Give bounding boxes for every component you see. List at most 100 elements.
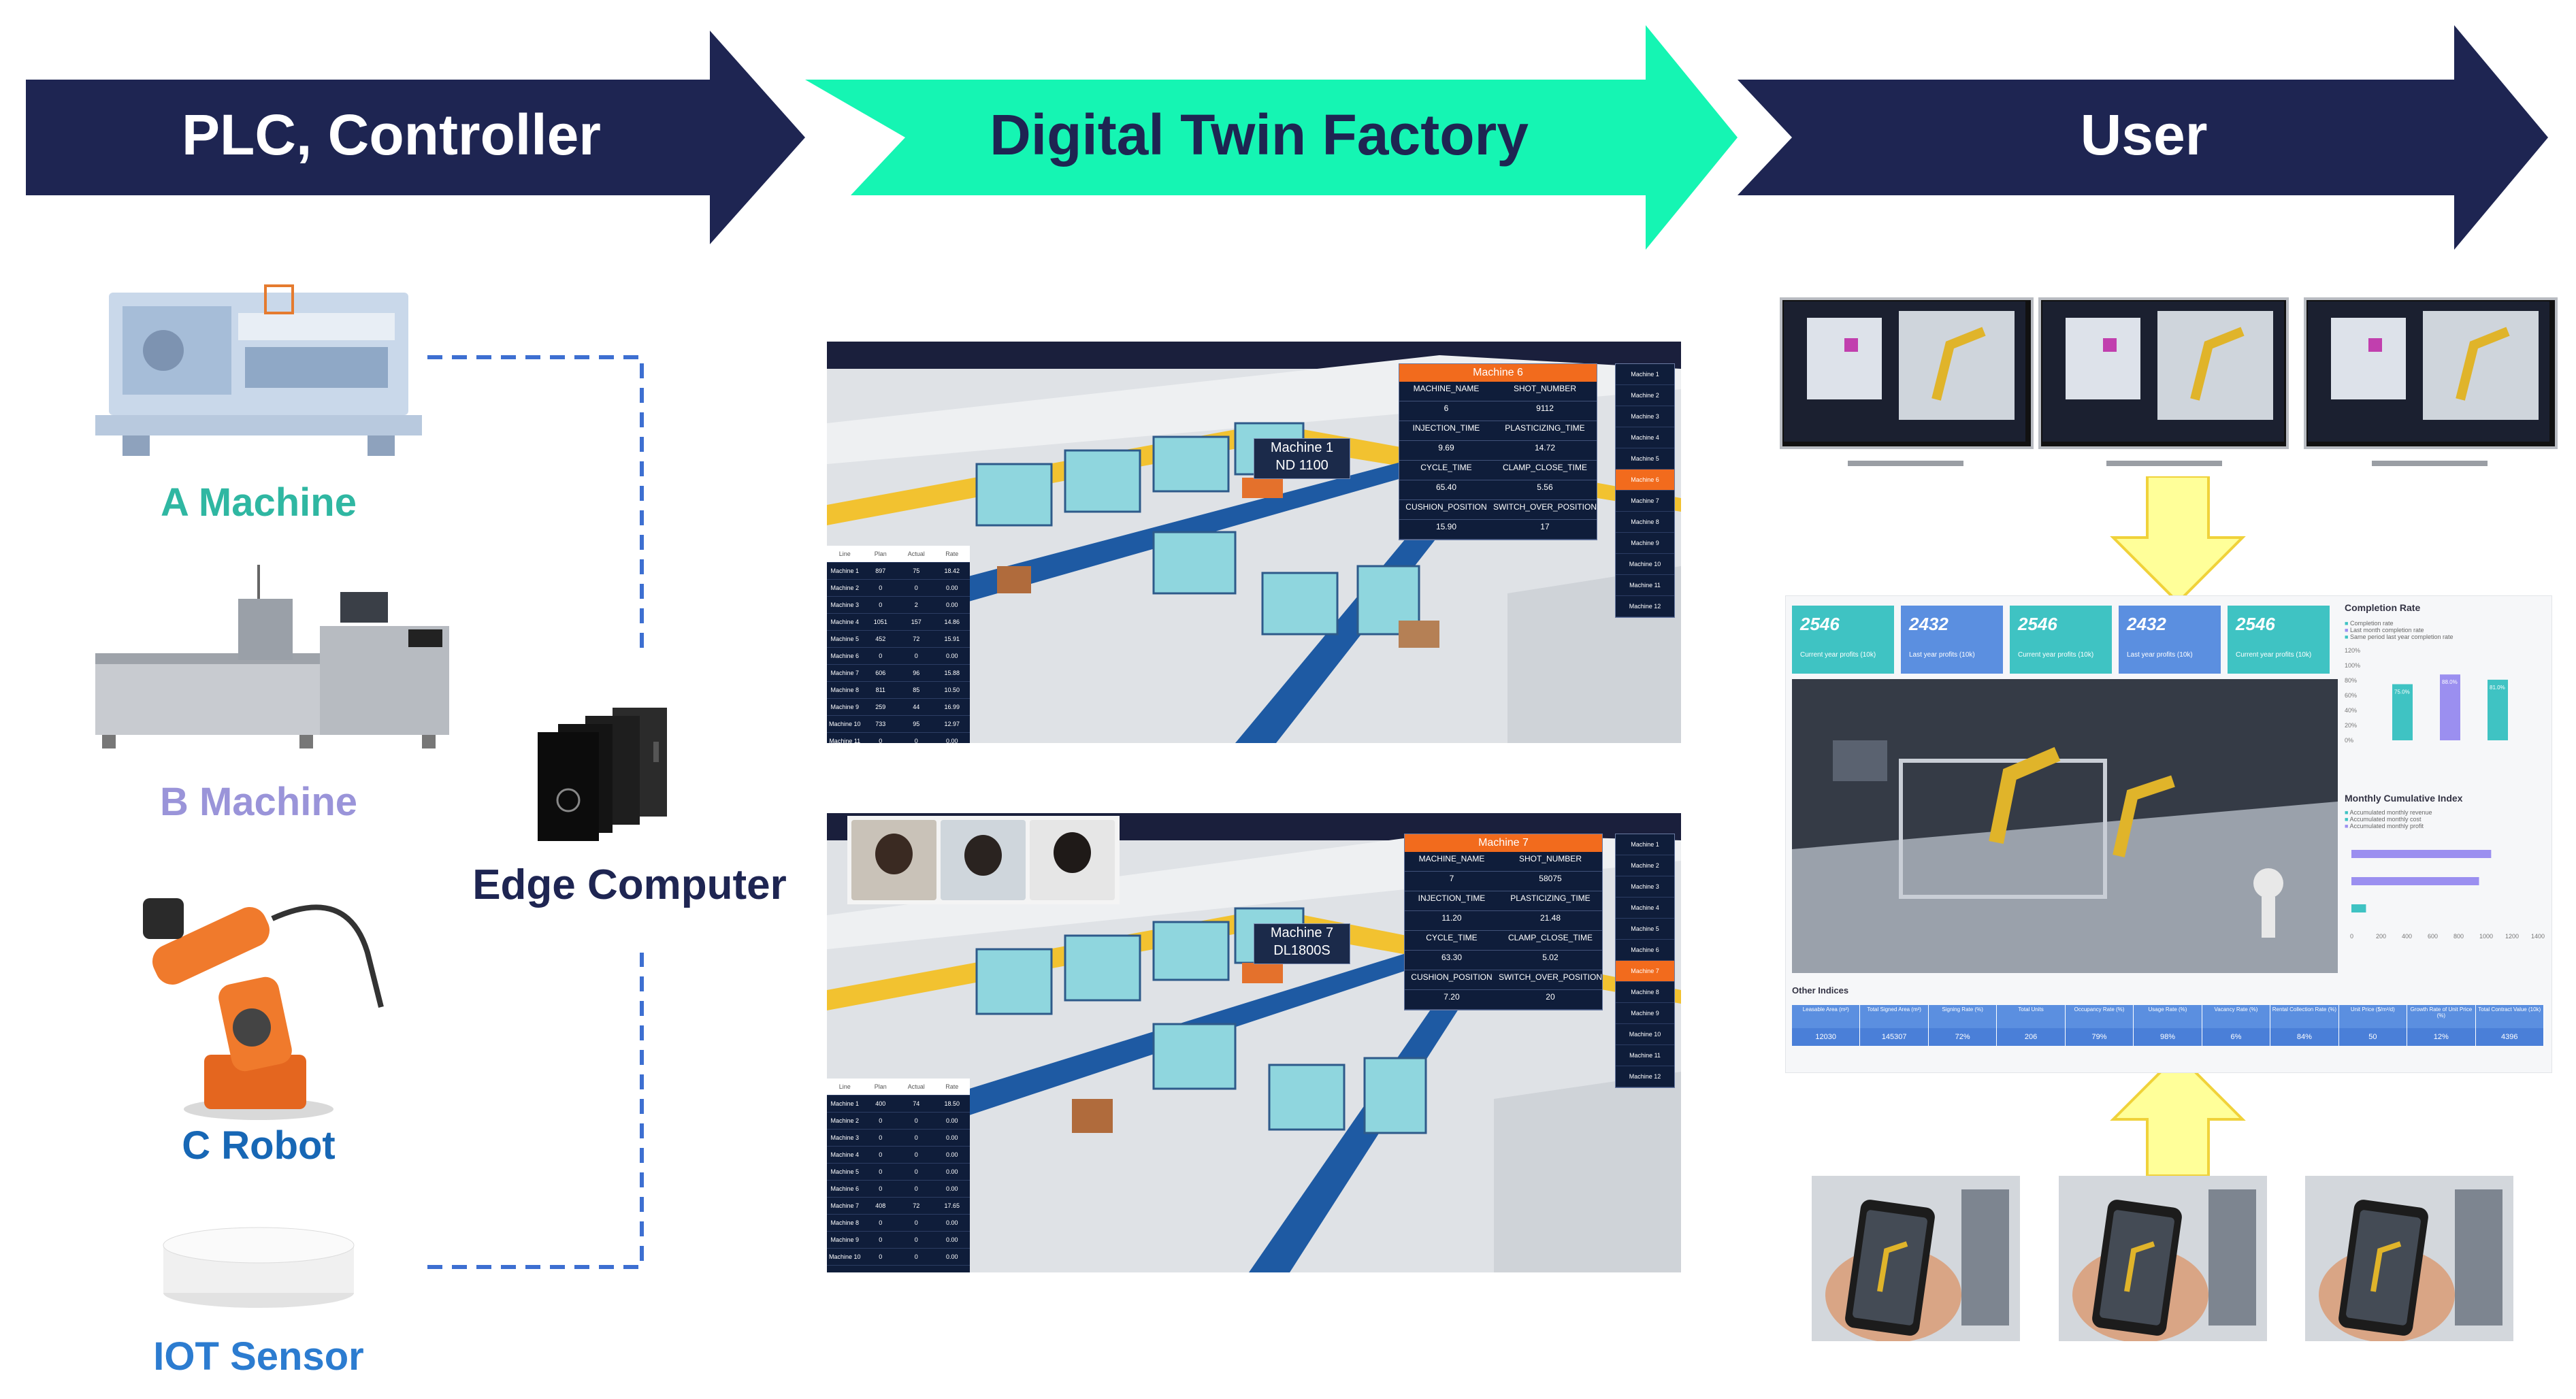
completion-rate-chart: Completion Rate ■ Completion rate ■ Last…: [2345, 602, 2549, 786]
machine-list-item[interactable]: Machine 12: [1616, 596, 1674, 617]
index-value: 12%: [2407, 1028, 2476, 1046]
completion-label: 88.0%: [2442, 679, 2458, 685]
field-label: INJECTION_TIME: [1405, 891, 1499, 911]
kpi-caption: Current year profits (10k): [1800, 651, 1876, 659]
field-value: 63.30: [1405, 951, 1499, 970]
other-indices-title: Other Indices: [1792, 985, 1849, 995]
edge-computer-label: Edge Computer: [472, 861, 787, 908]
robot-cell-3d: [1792, 679, 2338, 973]
machine-list-item[interactable]: Machine 12: [1616, 1066, 1674, 1087]
field-label: CLAMP_CLOSE_TIME: [1498, 931, 1602, 951]
flow-arrows: [26, 25, 2548, 250]
machine-list-item[interactable]: Machine 3: [1616, 406, 1674, 427]
index-value: 6%: [2202, 1028, 2271, 1046]
panel-title: Machine 6: [1399, 364, 1597, 382]
index-header: Occupancy Rate (%): [2065, 1005, 2134, 1028]
completion-bar: [2440, 674, 2460, 740]
device-label-c-robot: C Robot: [182, 1123, 336, 1168]
index-value: 4396: [2475, 1028, 2544, 1046]
machine-list-item[interactable]: Machine 1: [1616, 364, 1674, 385]
machine-list-item[interactable]: Machine 7: [1616, 491, 1674, 512]
machine-list-item[interactable]: Machine 9: [1616, 1003, 1674, 1024]
field-label: PLASTICIZING_TIME: [1493, 421, 1597, 441]
monthly-tick: 1400: [2531, 933, 2545, 940]
field-label: CLAMP_CLOSE_TIME: [1493, 461, 1597, 480]
other-indices: Other Indices Leasable Area (m²)Total Si…: [1792, 985, 2544, 1067]
field-value: 7.20: [1405, 990, 1499, 1010]
participant-video-3[interactable]: [1030, 820, 1115, 900]
completion-tick: 120%: [2345, 647, 2360, 654]
monthly-bar: [2351, 877, 2479, 885]
field-label: CUSHION_POSITION: [1399, 500, 1493, 520]
completion-tick: 80%: [2345, 677, 2357, 684]
kpi-value: 2546: [1800, 614, 1840, 634]
dashboard-3d-view[interactable]: [1792, 679, 2338, 973]
field-label: CYCLE_TIME: [1399, 461, 1493, 480]
kpi-caption: Last year profits (10k): [1909, 651, 1975, 659]
field-value: 9.69: [1399, 441, 1493, 461]
machine-list-item[interactable]: Machine 8: [1616, 512, 1674, 533]
machine-list-item[interactable]: Machine 10: [1616, 1024, 1674, 1045]
index-header: Unit Price ($/m²/d): [2338, 1005, 2408, 1028]
index-header: Usage Rate (%): [2134, 1005, 2202, 1028]
machine-list-item[interactable]: Machine 11: [1616, 1045, 1674, 1066]
machine-list-item[interactable]: Machine 9: [1616, 533, 1674, 554]
machine-list-item[interactable]: Machine 4: [1616, 427, 1674, 448]
kpi-value: 2432: [2127, 614, 2166, 634]
completion-bar: [2488, 679, 2508, 740]
machine-list-item[interactable]: Machine 4: [1616, 898, 1674, 919]
machine-list-item[interactable]: Machine 11: [1616, 575, 1674, 596]
machine-list-item[interactable]: Machine 3: [1616, 876, 1674, 898]
index-value: 145307: [1860, 1028, 1929, 1046]
participant-video-1[interactable]: [851, 820, 936, 900]
device-label-a-machine: A Machine: [161, 480, 357, 525]
lathe-machine-image: [95, 284, 422, 456]
field-value: 58075: [1498, 872, 1602, 891]
edge-computer-image: [538, 708, 667, 841]
field-value: 7: [1405, 872, 1499, 891]
participant-video-2[interactable]: [941, 820, 1026, 900]
index-header: Rental Collection Rate (%): [2270, 1005, 2339, 1028]
stage-label-digital-twin: Digital Twin Factory: [990, 103, 1529, 167]
monthly-tick: 1000: [2479, 933, 2493, 940]
completion-tick: 40%: [2345, 707, 2357, 714]
machine-list-item[interactable]: Machine 1: [1616, 834, 1674, 855]
completion-tick: 0%: [2345, 737, 2353, 744]
index-value: 12030: [1792, 1028, 1861, 1046]
machine-list-item[interactable]: Machine 10: [1616, 554, 1674, 575]
completion-rate-title: Completion Rate: [2345, 602, 2421, 613]
completion-legend: ■ Completion rate ■ Last month completio…: [2345, 620, 2453, 640]
machine-list-item[interactable]: Machine 7: [1616, 961, 1674, 982]
field-label: PLASTICIZING_TIME: [1498, 891, 1602, 911]
index-value: 79%: [2065, 1028, 2134, 1046]
monthly-tick: 1200: [2505, 933, 2519, 940]
machine-list-item[interactable]: Machine 2: [1616, 855, 1674, 876]
monthly-title: Monthly Cumulative Index: [2345, 793, 2463, 804]
machine-list-item[interactable]: Machine 8: [1616, 982, 1674, 1003]
machine-list-item[interactable]: Machine 2: [1616, 385, 1674, 406]
field-value: 15.90: [1399, 520, 1493, 540]
field-value: 5.56: [1493, 480, 1597, 500]
machine-list-item[interactable]: Machine 6: [1616, 470, 1674, 491]
monthly-tick: 200: [2376, 933, 2386, 940]
index-value: 50: [2338, 1028, 2408, 1046]
field-value: 14.72: [1493, 441, 1597, 461]
monthly-bar: [2351, 850, 2492, 858]
machine-list-item[interactable]: Machine 6: [1616, 940, 1674, 961]
video-call-overlay[interactable]: [847, 816, 1120, 904]
index-header: Total Signed Area (m²): [1860, 1005, 1929, 1028]
machine-list-item[interactable]: Machine 5: [1616, 919, 1674, 940]
industrial-robot-image: [143, 898, 384, 1120]
kpi-caption: Current year profits (10k): [2236, 651, 2312, 659]
completion-tick: 100%: [2345, 662, 2360, 669]
machine-list-item[interactable]: Machine 5: [1616, 448, 1674, 470]
